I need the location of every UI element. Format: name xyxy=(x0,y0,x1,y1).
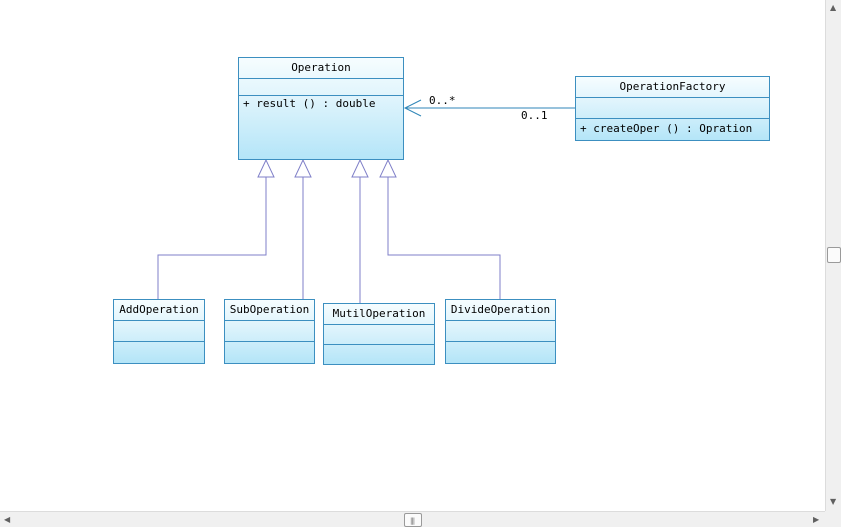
class-operation-factory[interactable]: OperationFactory + createOper () : Oprat… xyxy=(575,76,770,141)
class-name: MutilOperation xyxy=(324,304,434,325)
grip-icon: ||| xyxy=(410,517,415,525)
operation-result: + result () : double xyxy=(243,97,376,110)
class-name: SubOperation xyxy=(225,300,314,321)
class-operation[interactable]: Operation + result () : double xyxy=(238,57,404,160)
operations-compartment: + result () : double xyxy=(239,96,403,159)
arrow-left-icon[interactable]: ◀ xyxy=(4,515,11,524)
attributes-compartment xyxy=(576,98,769,119)
attributes-compartment xyxy=(446,321,555,342)
attributes-compartment xyxy=(225,321,314,342)
horizontal-scrollbar[interactable]: ◀ ||| ▶ xyxy=(0,511,825,527)
arrow-right-icon[interactable]: ▶ xyxy=(813,515,820,524)
arrow-down-icon[interactable]: ▼ xyxy=(830,497,837,506)
vertical-scroll-thumb[interactable] xyxy=(827,247,841,263)
generalization-arrowhead-div xyxy=(379,158,397,178)
horizontal-scroll-thumb[interactable]: ||| xyxy=(404,513,422,527)
operations-compartment xyxy=(114,342,204,365)
class-name: DivideOperation xyxy=(446,300,555,321)
class-name: OperationFactory xyxy=(576,77,769,98)
attributes-compartment xyxy=(324,325,434,345)
connector-layer xyxy=(157,99,576,303)
generalization-add xyxy=(157,177,267,300)
scrollbar-corner xyxy=(825,511,841,527)
generalization-arrowhead-mul xyxy=(351,158,369,178)
class-name: AddOperation xyxy=(114,300,204,321)
operations-compartment xyxy=(225,342,314,365)
multiplicity-operation-end: 0..* xyxy=(429,94,456,107)
generalization-arrowhead-add xyxy=(257,158,275,178)
operations-compartment xyxy=(324,345,434,366)
class-sub-operation[interactable]: SubOperation xyxy=(224,299,315,364)
generalization-div xyxy=(387,177,501,300)
attributes-compartment xyxy=(239,79,403,96)
operation-create-oper: + createOper () : Opration xyxy=(580,122,753,135)
association-arrowhead xyxy=(403,99,422,117)
vertical-scrollbar[interactable]: ▲ ▼ xyxy=(825,0,841,511)
attributes-compartment xyxy=(114,321,204,342)
diagram-canvas: Operation + result () : double Operation… xyxy=(113,57,770,365)
arrow-up-icon[interactable]: ▲ xyxy=(830,3,837,12)
class-divide-operation[interactable]: DivideOperation xyxy=(445,299,556,364)
class-add-operation[interactable]: AddOperation xyxy=(113,299,205,364)
generalization-arrowhead-sub xyxy=(294,158,312,178)
operations-compartment: + createOper () : Opration xyxy=(576,119,769,142)
operations-compartment xyxy=(446,342,555,365)
multiplicity-factory-end: 0..1 xyxy=(521,109,548,122)
class-mutil-operation[interactable]: MutilOperation xyxy=(323,303,435,365)
class-name: Operation xyxy=(239,58,403,79)
